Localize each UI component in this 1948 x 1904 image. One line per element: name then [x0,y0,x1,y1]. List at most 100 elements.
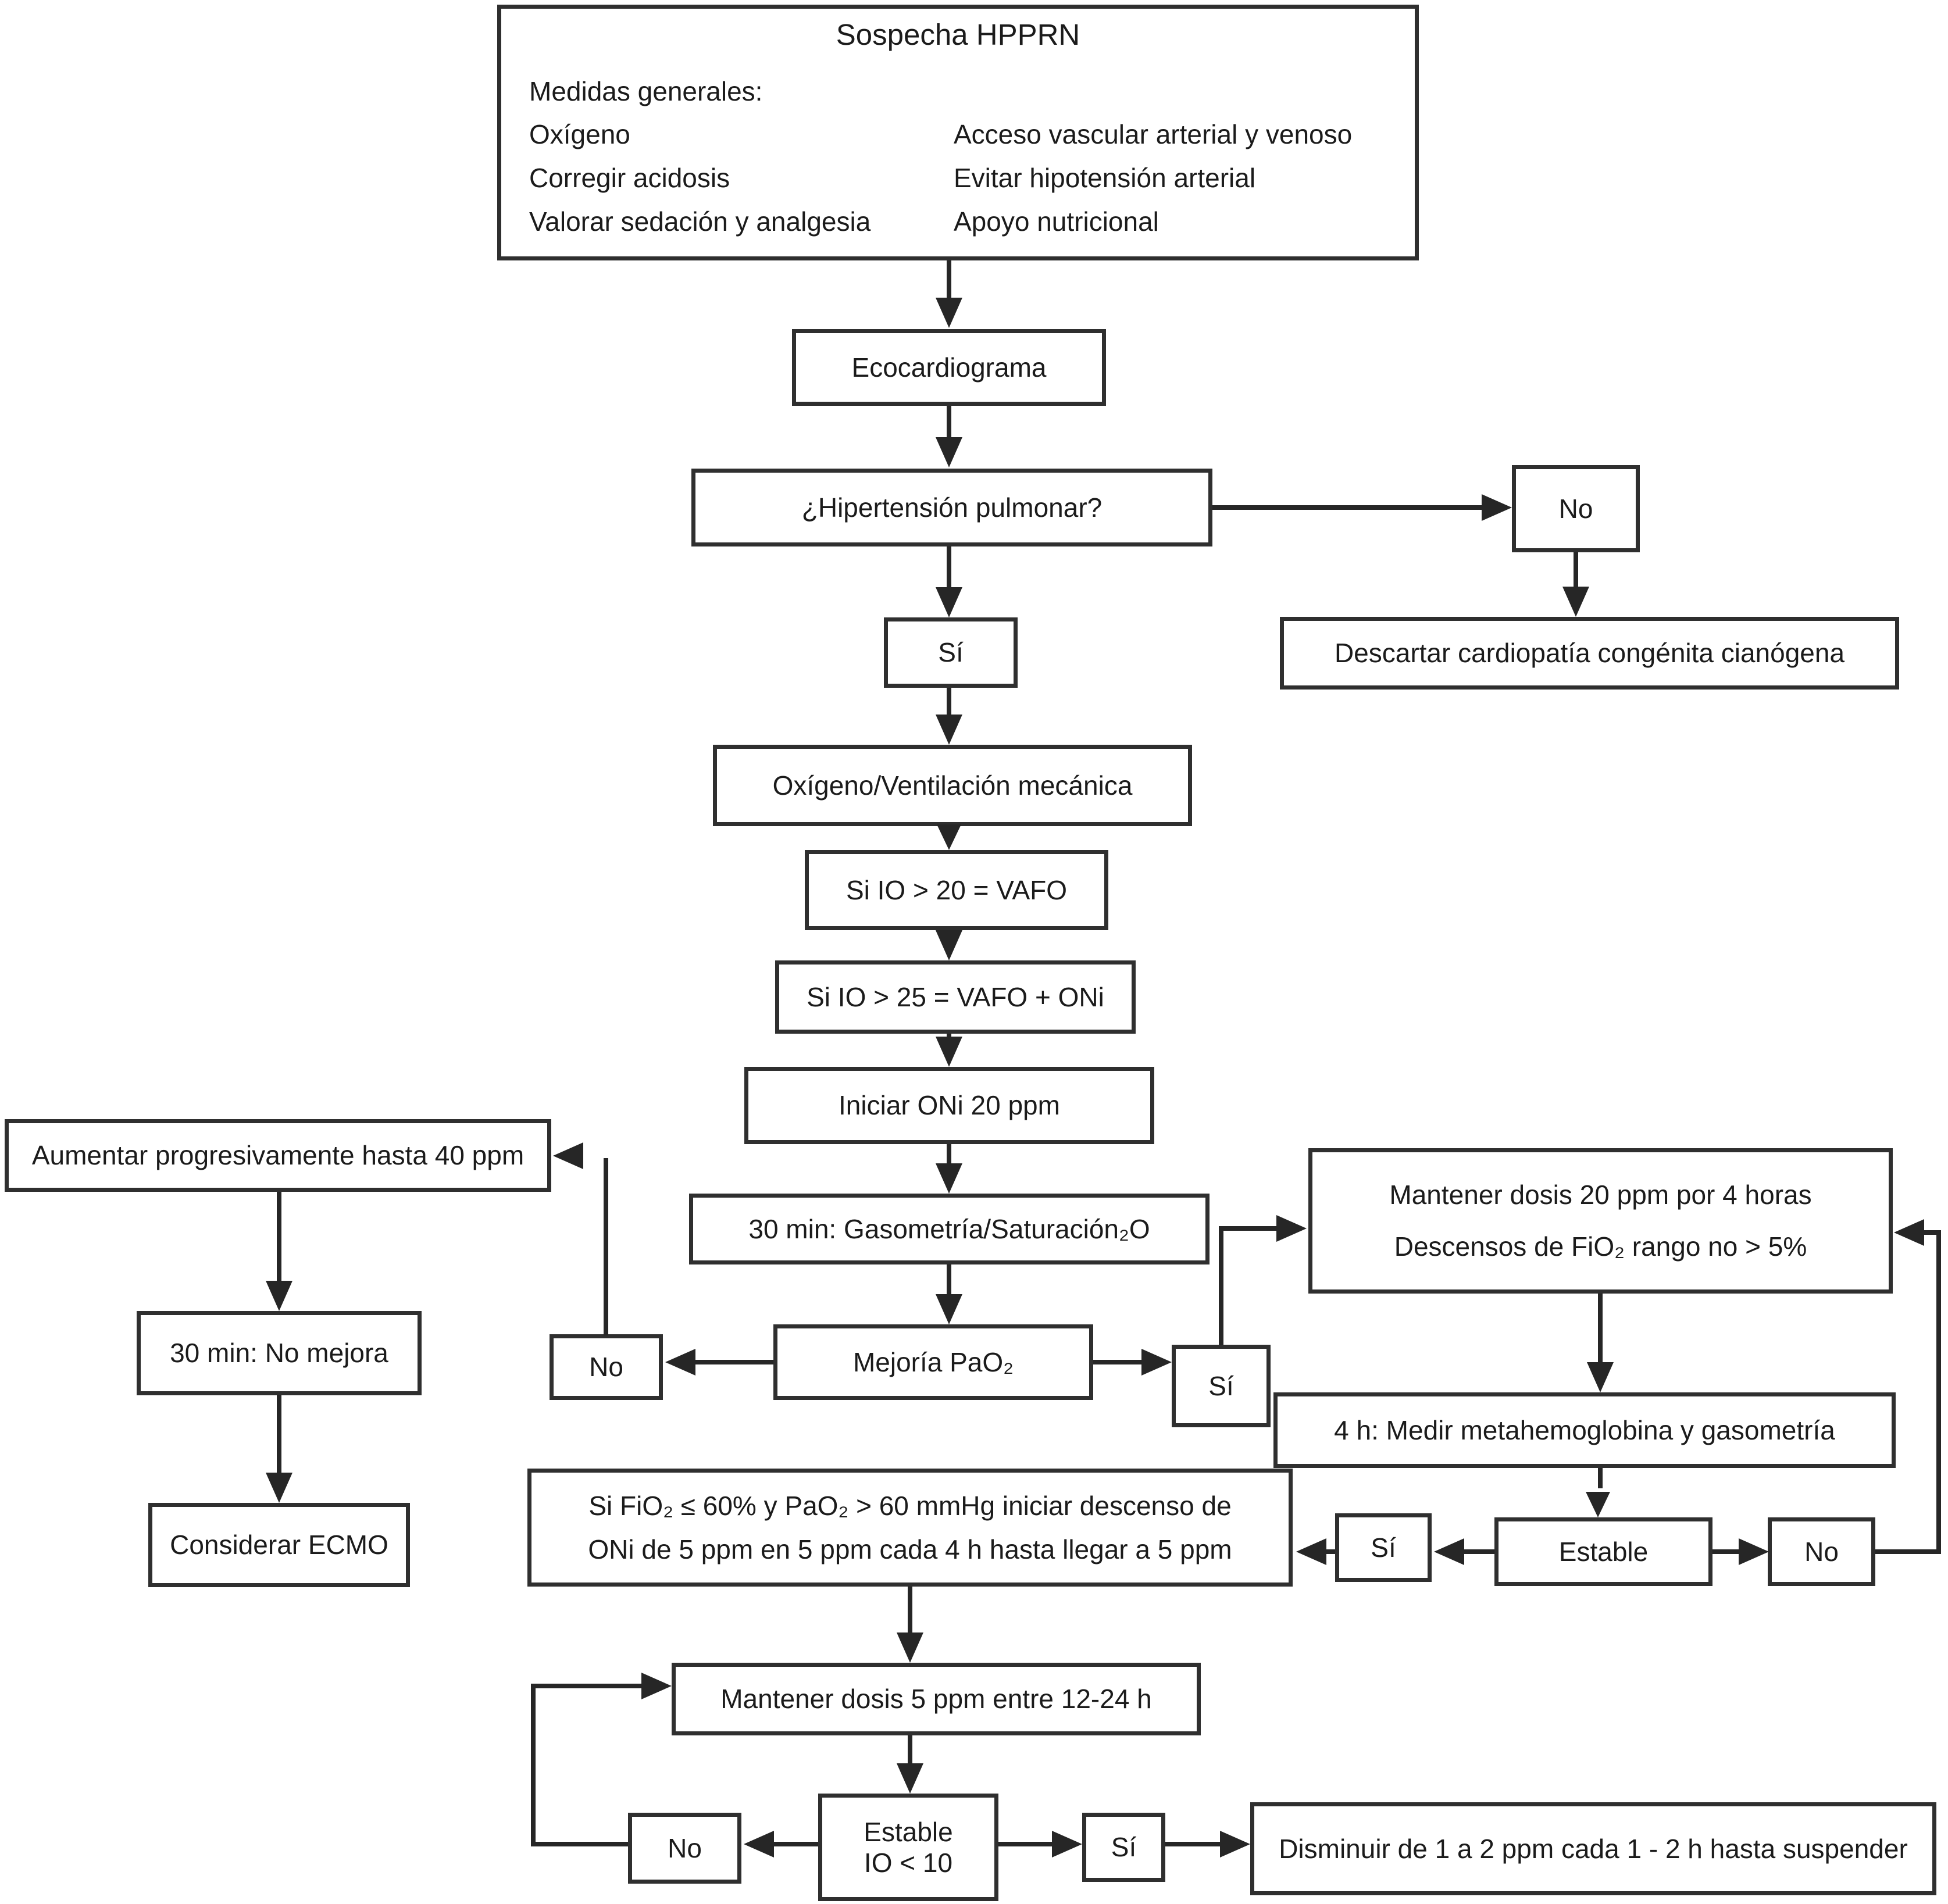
arrow-down-icon [1586,1492,1610,1517]
arrow-left-icon [744,1831,774,1857]
node-si-hipertension: Sí [884,617,1018,688]
connector-line [947,1264,951,1295]
node-label: Sí [1371,1532,1396,1563]
arrow-left-icon [1434,1538,1464,1565]
node-label: ¿Hipertensión pulmonar? [801,492,1103,523]
arrow-down-icon [936,437,962,467]
connector-line [1212,505,1484,510]
connector-line [692,1360,773,1364]
connector-line [1093,1360,1144,1364]
connector-line [1165,1842,1222,1846]
medida-apoyo-nutricional: Apoyo nutricional [954,206,1159,237]
connector-line [1219,1226,1281,1231]
node-label: Sí [938,637,964,668]
node-disminuir-suspender: Disminuir de 1 a 2 ppm cada 1 - 2 h hast… [1250,1802,1936,1895]
node-label: 30 min: Gasometría/Saturación₂O [748,1213,1150,1244]
node-no-final: No [628,1813,741,1884]
arrow-down-icon [936,1163,962,1194]
node-label-line1: Mantener dosis 20 ppm por 4 horas [1389,1180,1812,1210]
node-label: Estable [1558,1536,1649,1567]
node-no-estable: No [1768,1517,1875,1586]
connector-line [908,1735,912,1764]
arrow-right-icon [1220,1831,1250,1857]
node-descenso-oni: Si FiO₂ ≤ 60% y PaO₂ > 60 mmHg iniciar d… [527,1469,1293,1587]
node-label-line1: Si FiO₂ ≤ 60% y PaO₂ > 60 mmHg iniciar d… [588,1490,1232,1521]
node-label-line2: Descensos de FiO₂ rango no > 5% [1394,1231,1807,1262]
node-label: Mantener dosis 5 ppm entre 12-24 h [720,1684,1152,1714]
page-title: Sospecha HPPRN [836,18,1080,51]
node-label-line2: ONi de 5 ppm en 5 ppm cada 4 h hasta lle… [588,1534,1232,1564]
connector-line [947,688,951,715]
connector-line [1219,1231,1223,1345]
node-label: Ecocardiograma [851,352,1047,383]
medidas-generales-label: Medidas generales: [529,76,763,106]
connector-line [277,1192,281,1282]
node-estable-io-10: Estable IO < 10 [818,1794,998,1901]
medida-sedacion-analgesia: Valorar sedación y analgesia [529,206,871,237]
medida-oxigeno: Oxígeno [529,119,630,149]
connector-line [531,1684,536,1846]
arrow-down-icon [936,1294,962,1324]
arrow-down-icon [936,930,962,960]
connector-line [531,1684,643,1688]
arrow-down-icon [1562,587,1589,617]
connector-line [1875,1549,1941,1554]
connector-line [1936,1233,1941,1552]
node-no-hipertension: No [1512,465,1640,552]
arrow-right-icon [1276,1215,1307,1242]
node-hipertension-pulmonar: ¿Hipertensión pulmonar? [691,469,1212,546]
node-label: No [1558,493,1593,524]
node-descartar-cardiopatia: Descartar cardiopatía congénita cianógen… [1280,617,1899,690]
node-label: Sí [1208,1370,1234,1401]
node-aumentar-40ppm: Aumentar progresivamente hasta 40 ppm [5,1119,551,1192]
node-label: Disminuir de 1 a 2 ppm cada 1 - 2 h hast… [1279,1833,1908,1864]
arrow-right-icon [1052,1831,1082,1857]
medida-acceso-vascular: Acceso vascular arterial y venoso [954,119,1353,149]
connector-line [531,1842,628,1846]
connector-line [947,1034,951,1038]
connector-line [1712,1549,1740,1554]
node-label: Descartar cardiopatía congénita cianógen… [1334,638,1845,669]
arrow-down-icon [266,1473,292,1503]
connector-line [277,1395,281,1474]
medida-evitar-hipotension: Evitar hipotensión arterial [954,163,1256,193]
node-medir-metahemoglobina: 4 h: Medir metahemoglobina y gasometría [1273,1392,1896,1468]
node-considerar-ecmo: Considerar ECMO [148,1503,410,1587]
arrow-right-icon [641,1673,672,1699]
arrow-down-icon [1587,1362,1614,1392]
connector-line [947,1144,951,1164]
arrow-down-icon [936,587,962,617]
node-label: Oxígeno/Ventilación mecánica [772,770,1133,801]
node-label: 30 min: No mejora [170,1338,388,1369]
arrow-down-icon [936,298,962,328]
node-estable: Estable [1494,1517,1712,1586]
arrow-down-icon [897,1632,923,1663]
connector-line [998,1842,1054,1846]
arrow-right-icon [1141,1349,1172,1376]
connector-line [947,546,951,587]
node-si-estable: Sí [1335,1513,1432,1582]
connector-line [1574,552,1578,587]
node-label: Si IO > 20 = VAFO [845,874,1068,905]
node-sospecha-hpprn: Sospecha HPPRN Medidas generales: Oxígen… [497,5,1419,260]
connector-line [1598,1468,1603,1488]
node-mantener-5ppm: Mantener dosis 5 ppm entre 12-24 h [672,1663,1201,1735]
node-label: Considerar ECMO [170,1530,388,1560]
node-oxigeno-ventilacion: Oxígeno/Ventilación mecánica [713,745,1192,826]
node-label: 4 h: Medir metahemoglobina y gasometría [1334,1414,1835,1445]
arrow-left-icon [1894,1219,1924,1246]
node-mejoria-pao2: Mejoría PaO₂ [773,1324,1093,1400]
node-no-mejoria: No [550,1334,663,1400]
node-io-mayor-20-vafo: Si IO > 20 = VAFO [805,850,1108,930]
connector-line [947,406,951,438]
medida-corregir-acidosis: Corregir acidosis [529,163,730,193]
node-label: Iniciar ONi 20 ppm [839,1090,1060,1121]
node-30min-no-mejora: 30 min: No mejora [137,1311,422,1395]
node-label-line1: Estable [864,1816,953,1847]
node-label: Mejoría PaO₂ [852,1346,1014,1377]
arrow-down-icon [266,1281,292,1311]
node-label: No [668,1832,702,1863]
node-si-mejoria: Sí [1172,1345,1271,1427]
arrow-right-icon [1482,494,1512,521]
